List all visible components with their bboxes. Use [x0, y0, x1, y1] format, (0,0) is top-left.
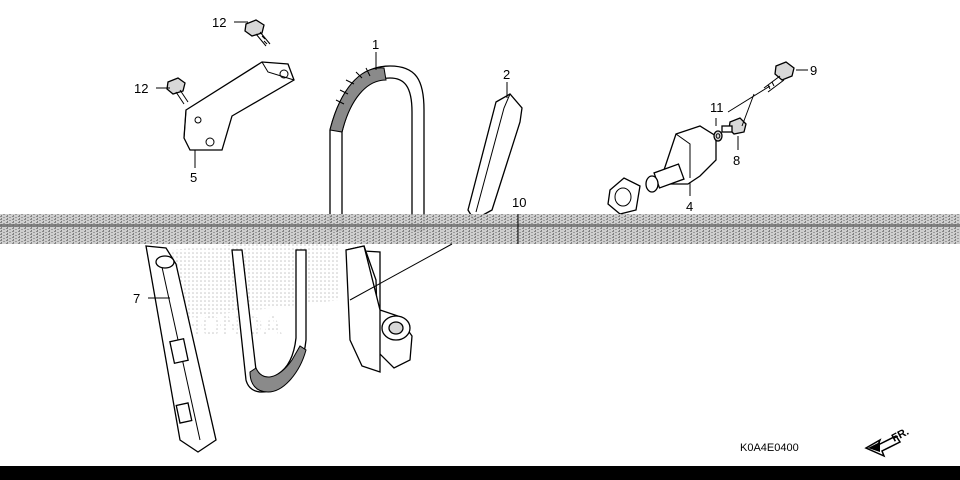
callout-10: 10	[512, 195, 526, 210]
callout-8: 8	[733, 153, 740, 168]
front-direction-label: FR.	[890, 426, 911, 445]
sealing-bolt-8	[721, 117, 747, 135]
honda-watermark: HONDA	[170, 235, 340, 341]
scan-noise-band	[0, 214, 960, 244]
flange-bolt-9	[763, 61, 795, 93]
callout-9: 9	[810, 63, 817, 78]
callout-12-upper: 12	[212, 15, 226, 30]
bottom-border-bar	[0, 466, 960, 480]
bolt-12-lower	[166, 77, 189, 105]
callout-12-lower: 12	[134, 81, 148, 96]
callout-5: 5	[190, 170, 197, 185]
cam-chain-tensioner-10	[345, 245, 413, 373]
callout-4: 4	[686, 199, 693, 214]
sealing-washer-11	[713, 130, 723, 142]
tensioner-lifter-4	[645, 125, 717, 193]
callout-1: 1	[372, 37, 379, 52]
svg-text:HONDA: HONDA	[180, 310, 283, 341]
callout-11: 11	[710, 100, 724, 115]
front-direction-arrow: FR.	[864, 426, 911, 458]
chain-guide-plate-5	[183, 61, 295, 151]
tensioner-gasket	[607, 177, 641, 215]
bolt-12-upper	[244, 19, 271, 47]
callout-2: 2	[503, 67, 510, 82]
cam-chain-guide-2	[467, 93, 523, 221]
callout-7: 7	[133, 291, 140, 306]
callout-leader-lines	[148, 21, 808, 301]
diagram-code: K0A4E0400	[740, 442, 799, 454]
